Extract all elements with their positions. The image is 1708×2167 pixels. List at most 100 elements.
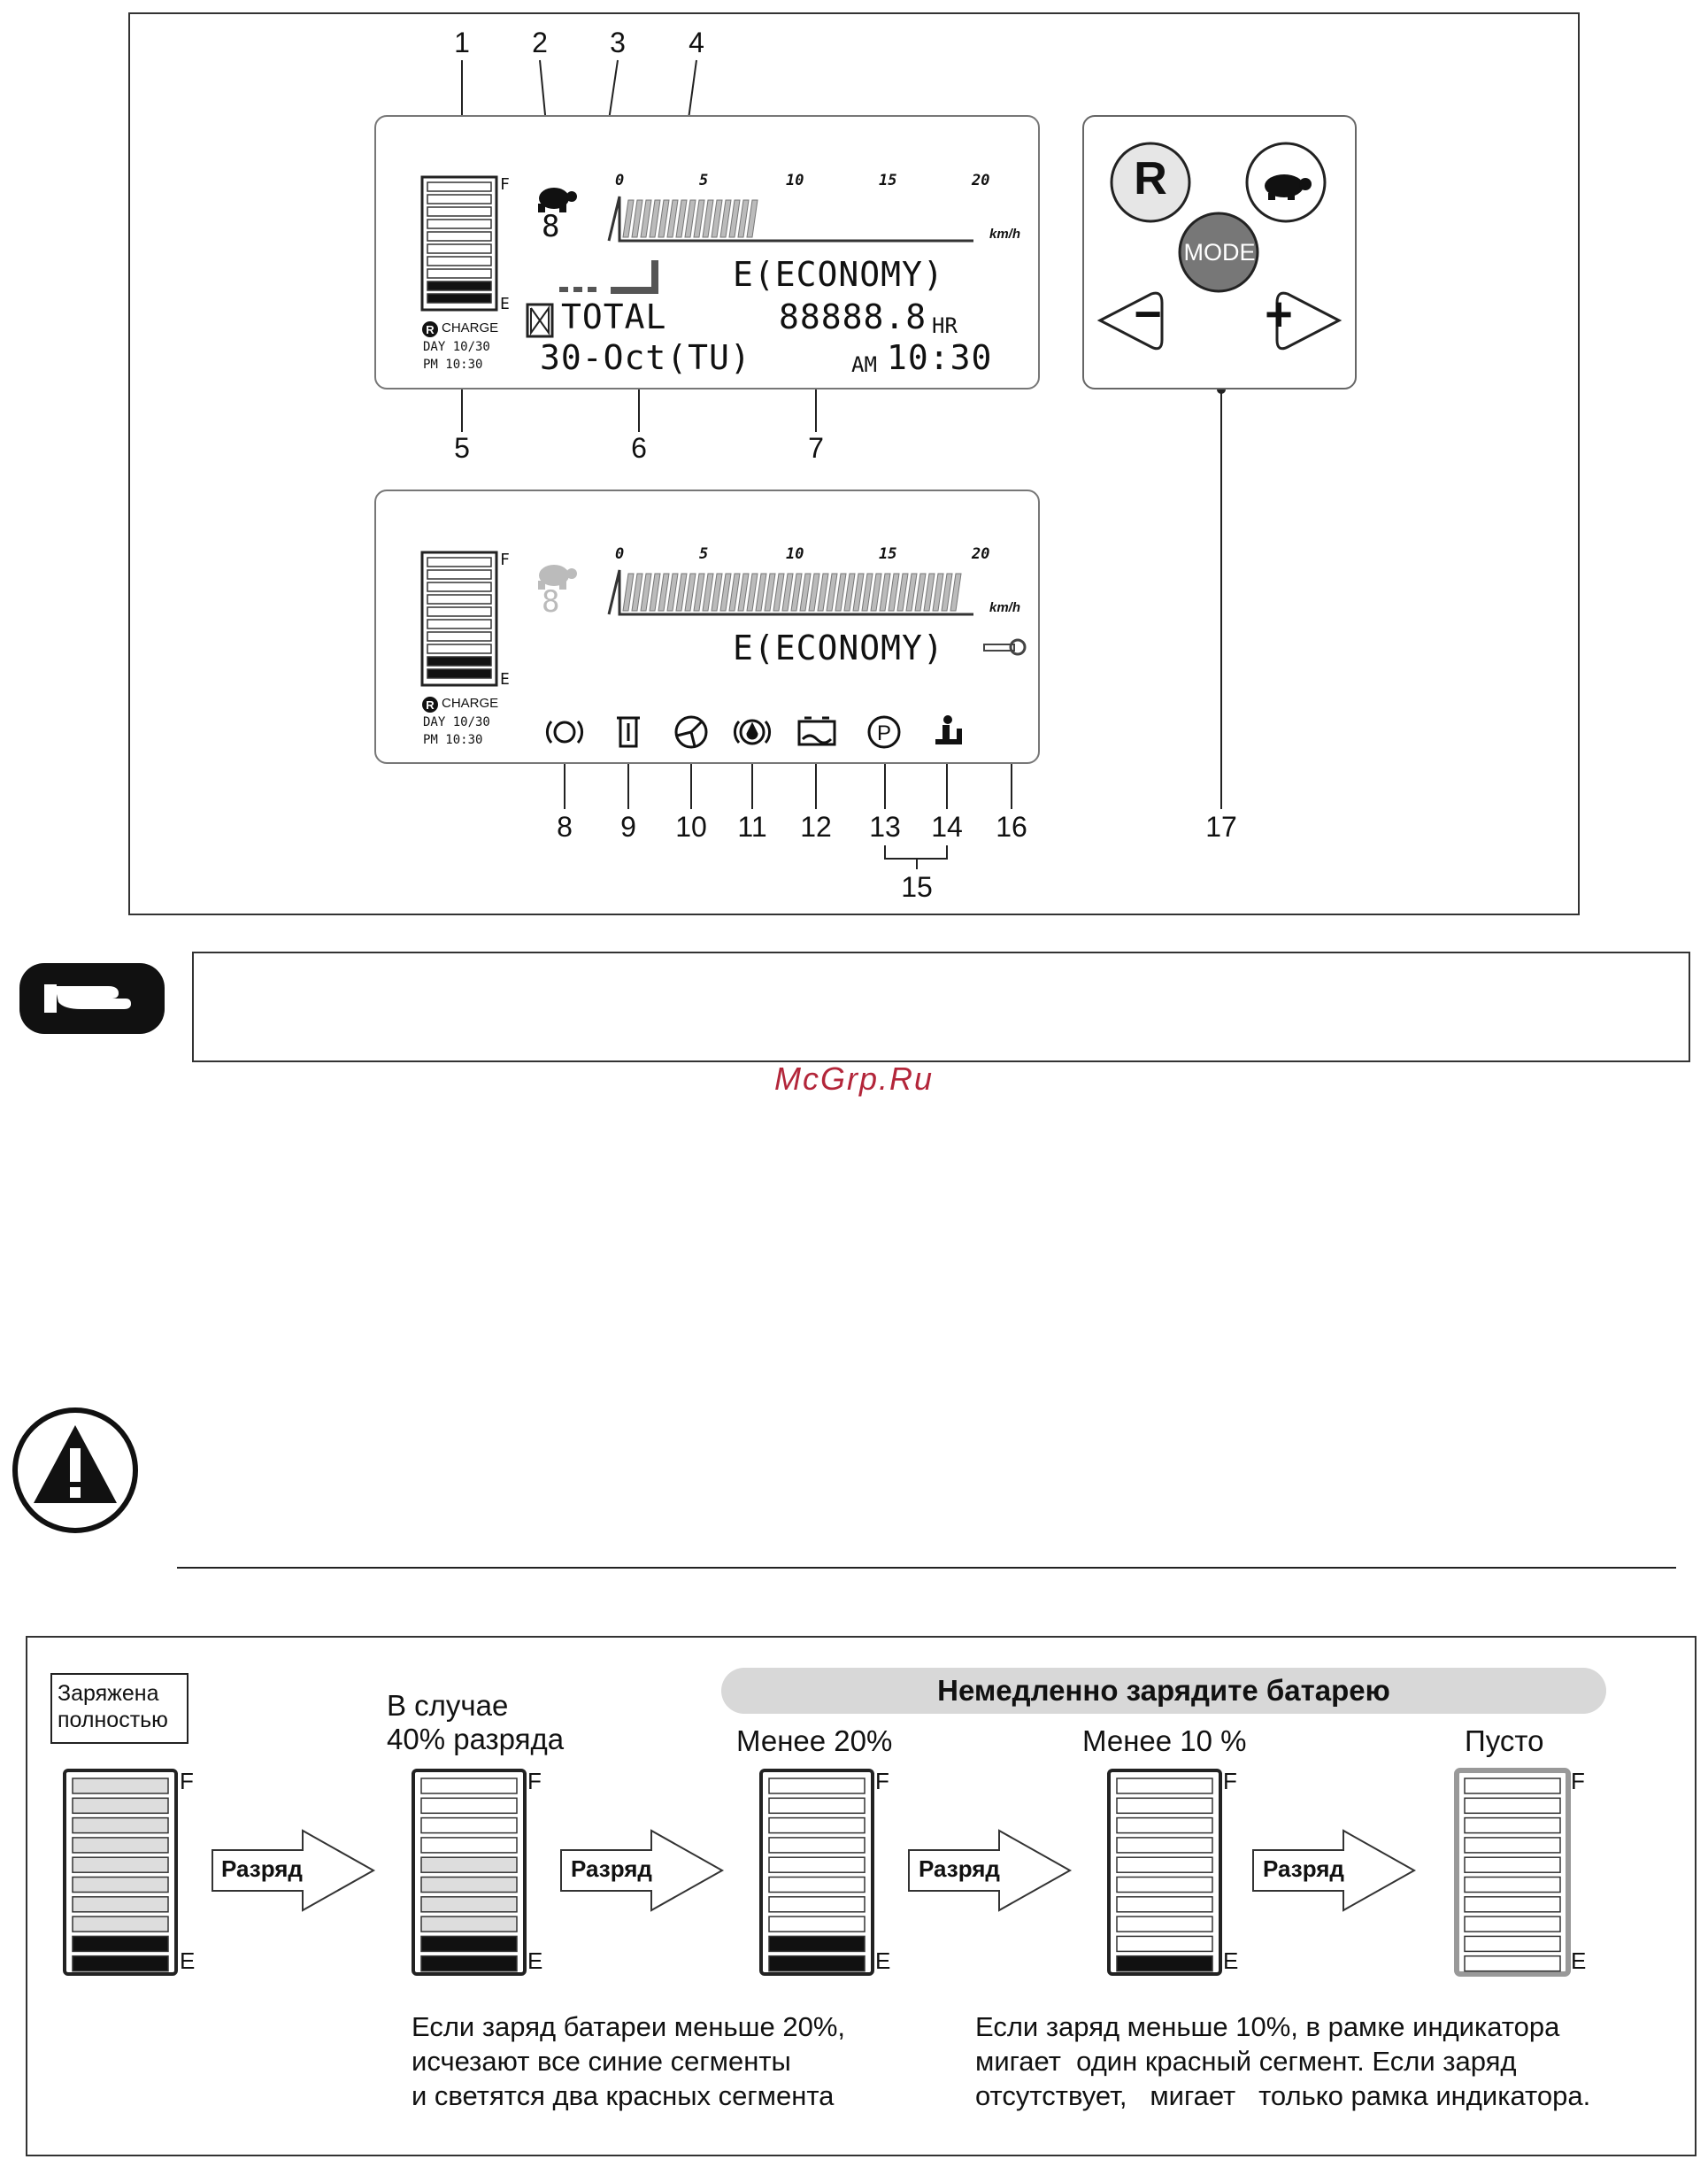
gauge-segment bbox=[427, 181, 492, 192]
speed-bar-segment bbox=[790, 573, 803, 612]
caption-right-line-3: отсутствует, мигает только рамка индикат… bbox=[975, 2080, 1591, 2111]
arrow-label-2: Разряд bbox=[571, 1855, 652, 1882]
callout-14: 14 bbox=[931, 811, 963, 843]
speed-bar-segment bbox=[737, 573, 750, 612]
caption-left-line-1: Если заряд батареи меньше 20%, bbox=[412, 2011, 845, 2042]
wrench-icon bbox=[983, 638, 1027, 656]
charge-now-banner: Немедленно зарядите батарею bbox=[721, 1668, 1606, 1714]
callout-17: 17 bbox=[1205, 811, 1237, 843]
callout-2: 2 bbox=[532, 27, 548, 58]
speed-tick-0-top: 0 bbox=[615, 172, 625, 189]
gauge-segment bbox=[1116, 1797, 1213, 1815]
speed-bar-segment bbox=[640, 573, 652, 612]
gauge-segment bbox=[768, 1876, 866, 1893]
brake-fluid-icon bbox=[733, 719, 772, 745]
speed-tick-15-top: 15 bbox=[879, 172, 897, 189]
gauge-full-f: F bbox=[180, 1768, 194, 1794]
speed-bar-segment bbox=[870, 573, 882, 612]
gauge-20-f: F bbox=[875, 1768, 889, 1794]
speed-bar-segment bbox=[879, 573, 891, 612]
plus-button[interactable]: + bbox=[1265, 288, 1293, 341]
caption-right-line-1: Если заряд меньше 10%, в рамке индикатор… bbox=[975, 2011, 1560, 2042]
speed-bar-segment bbox=[675, 199, 688, 238]
hourglass-icon bbox=[526, 303, 554, 338]
seat-occupancy-icon bbox=[935, 715, 962, 744]
gauge-stage-10 bbox=[1107, 1769, 1222, 1976]
gauge-segment bbox=[768, 1797, 866, 1815]
gauge-stage-20 bbox=[759, 1769, 874, 1976]
speed-bar-segment bbox=[888, 573, 900, 612]
caption-right-line-2: мигает один красный сегмент. Если заряд bbox=[975, 2046, 1517, 2077]
discharge-arrow-4 bbox=[1252, 1829, 1417, 1912]
battery-connector-icon bbox=[617, 716, 640, 748]
gauge-segment bbox=[427, 206, 492, 217]
keypad-buttons bbox=[1096, 142, 1343, 351]
speed-bar-segment bbox=[693, 573, 705, 612]
clock-display: 10:30 bbox=[887, 338, 993, 377]
gauge-segment bbox=[427, 281, 492, 291]
speed-bar-segment bbox=[622, 573, 635, 612]
gauge-segment bbox=[768, 1935, 866, 1953]
callout-5: 5 bbox=[454, 432, 470, 464]
speed-bar-segment bbox=[817, 573, 829, 612]
gauge-segment bbox=[1464, 1778, 1561, 1794]
speed-bar-segment bbox=[764, 573, 776, 612]
charge-day-bottom: DAY 10/30 bbox=[423, 715, 490, 729]
charge-pm-bottom: PM 10:30 bbox=[423, 733, 483, 747]
speed-bar-segment bbox=[693, 199, 705, 238]
gauge-segment bbox=[420, 1856, 518, 1873]
speed-bar-segment bbox=[649, 573, 661, 612]
gauge-segment bbox=[420, 1797, 518, 1815]
speed-bar-segment bbox=[826, 573, 838, 612]
speed-tick-20-bottom: 20 bbox=[972, 545, 990, 563]
speed-bar-segment bbox=[728, 199, 741, 238]
speed-bar-segment bbox=[896, 573, 909, 612]
speed-bar-segment bbox=[781, 573, 794, 612]
discharge-arrow-3 bbox=[908, 1829, 1073, 1912]
gauge-segment bbox=[1464, 1837, 1561, 1854]
speed-bar-segment bbox=[631, 573, 643, 612]
gauge-segment bbox=[1464, 1935, 1561, 1953]
speed-step-top: 8 bbox=[542, 209, 561, 244]
svg-text:R: R bbox=[426, 323, 435, 336]
speed-bar-top bbox=[607, 196, 973, 243]
section-divider bbox=[177, 1567, 1676, 1569]
hour-unit: HR bbox=[932, 313, 958, 338]
discharge-arrow-2 bbox=[560, 1829, 725, 1912]
gauge-segment bbox=[768, 1856, 866, 1873]
gauge-segment bbox=[1464, 1816, 1561, 1834]
speed-bar-segment bbox=[702, 199, 714, 238]
gauge-segment bbox=[427, 293, 492, 304]
reverse-button[interactable]: R bbox=[1134, 153, 1167, 204]
brake-warning-icon bbox=[545, 721, 584, 744]
mode-button[interactable]: MODE bbox=[1183, 239, 1256, 266]
gauge-segment bbox=[72, 1856, 169, 1873]
speed-bar-segment bbox=[658, 199, 670, 238]
gauge-40-e: E bbox=[527, 1947, 543, 1974]
gauge-segment bbox=[768, 1916, 866, 1932]
gauge-segment bbox=[1116, 1916, 1213, 1932]
gauge-40-f: F bbox=[527, 1768, 542, 1794]
speed-bar-segment bbox=[941, 573, 953, 612]
speed-bar-segment bbox=[746, 199, 758, 238]
gauge-segment bbox=[420, 1778, 518, 1794]
stage-40-label-1: В случае bbox=[387, 1689, 509, 1722]
gauge-segment bbox=[1116, 1896, 1213, 1913]
gauge-segment bbox=[427, 606, 492, 617]
gauge-segment bbox=[420, 1816, 518, 1834]
minus-button[interactable]: − bbox=[1134, 288, 1162, 341]
arrow-label-4: Разряд bbox=[1263, 1855, 1344, 1882]
speed-bar-segment bbox=[640, 199, 652, 238]
gauge-segment bbox=[427, 619, 492, 629]
speed-bar-segment bbox=[843, 573, 856, 612]
gauge-segment bbox=[427, 231, 492, 242]
speed-bar-segment bbox=[737, 199, 750, 238]
gauge-segment bbox=[1464, 1856, 1561, 1873]
speed-bar-segment bbox=[711, 199, 723, 238]
battery-gauge-bottom bbox=[420, 551, 498, 687]
gauge-bottom-f: F bbox=[500, 551, 510, 569]
speed-bar-segment bbox=[658, 573, 670, 612]
gauge-segment bbox=[72, 1778, 169, 1794]
callout-4: 4 bbox=[689, 27, 704, 58]
note-box bbox=[192, 952, 1690, 1062]
